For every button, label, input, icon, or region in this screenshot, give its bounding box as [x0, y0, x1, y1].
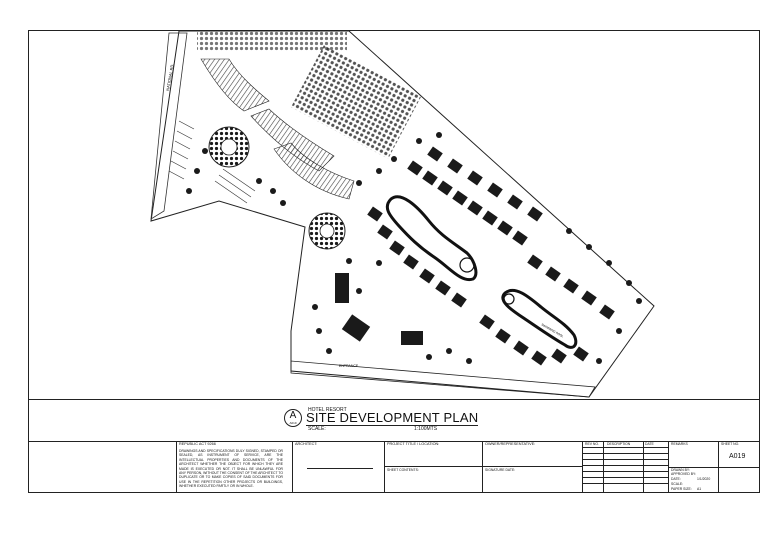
villa-blocks	[335, 146, 615, 366]
road	[150, 32, 188, 220]
sheet-no: A019	[729, 453, 746, 460]
hatched-terrace-1	[200, 58, 270, 112]
sheet-contents-label: SHEET CONTENTS:	[387, 468, 419, 472]
project-column: PROJECT TITLE / LOCATION: SHEET CONTENTS…	[384, 441, 483, 493]
road-label: NATIONAL RD.	[165, 63, 175, 91]
pool-1	[385, 195, 478, 282]
detail-marker: A A019	[284, 409, 302, 427]
paper-size: PAPER SIZE:	[671, 487, 692, 491]
drawn-by: DRAWN BY:	[671, 468, 690, 472]
entrance-label: ENTRANCE	[339, 364, 359, 368]
bottom-road	[290, 360, 596, 398]
date-col-label: DATE	[645, 442, 654, 446]
detail-letter: A	[289, 410, 297, 421]
description-label: DESCRIPTION	[607, 442, 631, 446]
sheet-no-column: SHEET NO. A019	[718, 441, 760, 493]
title-block-table: REPUBLIC ACT 9266 DRAWINGS AND SPECIFICA…	[29, 441, 760, 493]
scale-value: 1:100MTS	[414, 426, 438, 432]
drawing-sheet: NATIONAL RD. ENTRANCE SWIMMING POOL A A0…	[28, 30, 760, 493]
scale-label: SCALE:	[308, 426, 326, 432]
copyright-notes: DRAWINGS AND SPECIFICATIONS DULY SIGNED,…	[179, 449, 283, 489]
divider-top	[29, 399, 759, 400]
architect-label: ARCHITECT:	[295, 442, 318, 446]
owner-column: OWNER/REPRESENTATIVE: SIGNATURE DATE:	[482, 441, 583, 493]
hatched-terrace-3	[273, 142, 355, 200]
trees	[186, 132, 642, 364]
project-title-label: PROJECT TITLE / LOCATION:	[387, 442, 440, 446]
parking-area	[168, 120, 256, 204]
remarks-column: REMARKS DRAWN BY: APPROVED BY: DATE: 1/1…	[668, 441, 719, 493]
date-field: DATE:	[671, 477, 681, 481]
site-plan-drawing: NATIONAL RD. ENTRANCE SWIMMING POOL	[150, 31, 655, 398]
rev-label: REV NO.	[585, 442, 599, 446]
sheet-no-label: SHEET NO.	[721, 442, 740, 446]
drawing-title: SITE DEVELOPMENT PLAN	[306, 410, 479, 426]
project-name: HOTEL RESORT	[308, 407, 347, 413]
paper-size-value: A1	[697, 487, 702, 491]
revision-column: REV NO. DESCRIPTION DATE	[582, 441, 669, 493]
owner-label: OWNER/REPRESENTATIVE:	[485, 442, 536, 446]
date-value: 1/1/2020	[697, 477, 711, 481]
architect-column: ARCHITECT:	[292, 441, 384, 493]
republic-act-label: REPUBLIC ACT 9266	[179, 442, 216, 446]
notes-column: REPUBLIC ACT 9266 DRAWINGS AND SPECIFICA…	[176, 441, 292, 493]
hatched-terrace-2	[250, 108, 335, 172]
pool-2	[501, 288, 578, 349]
divider-bottom	[29, 441, 759, 442]
approved-by: APPROVED BY:	[671, 472, 697, 476]
landscape-area	[291, 45, 421, 159]
detail-ref: A019	[289, 421, 297, 425]
remarks-label: REMARKS	[671, 442, 688, 446]
signature-label: SIGNATURE DATE:	[485, 468, 516, 472]
site-boundary	[150, 31, 655, 398]
drawing-title-box: A A019 HOTEL RESORT SITE DEVELOPMENT PLA…	[29, 401, 759, 439]
scale-field: SCALE:	[671, 482, 684, 486]
